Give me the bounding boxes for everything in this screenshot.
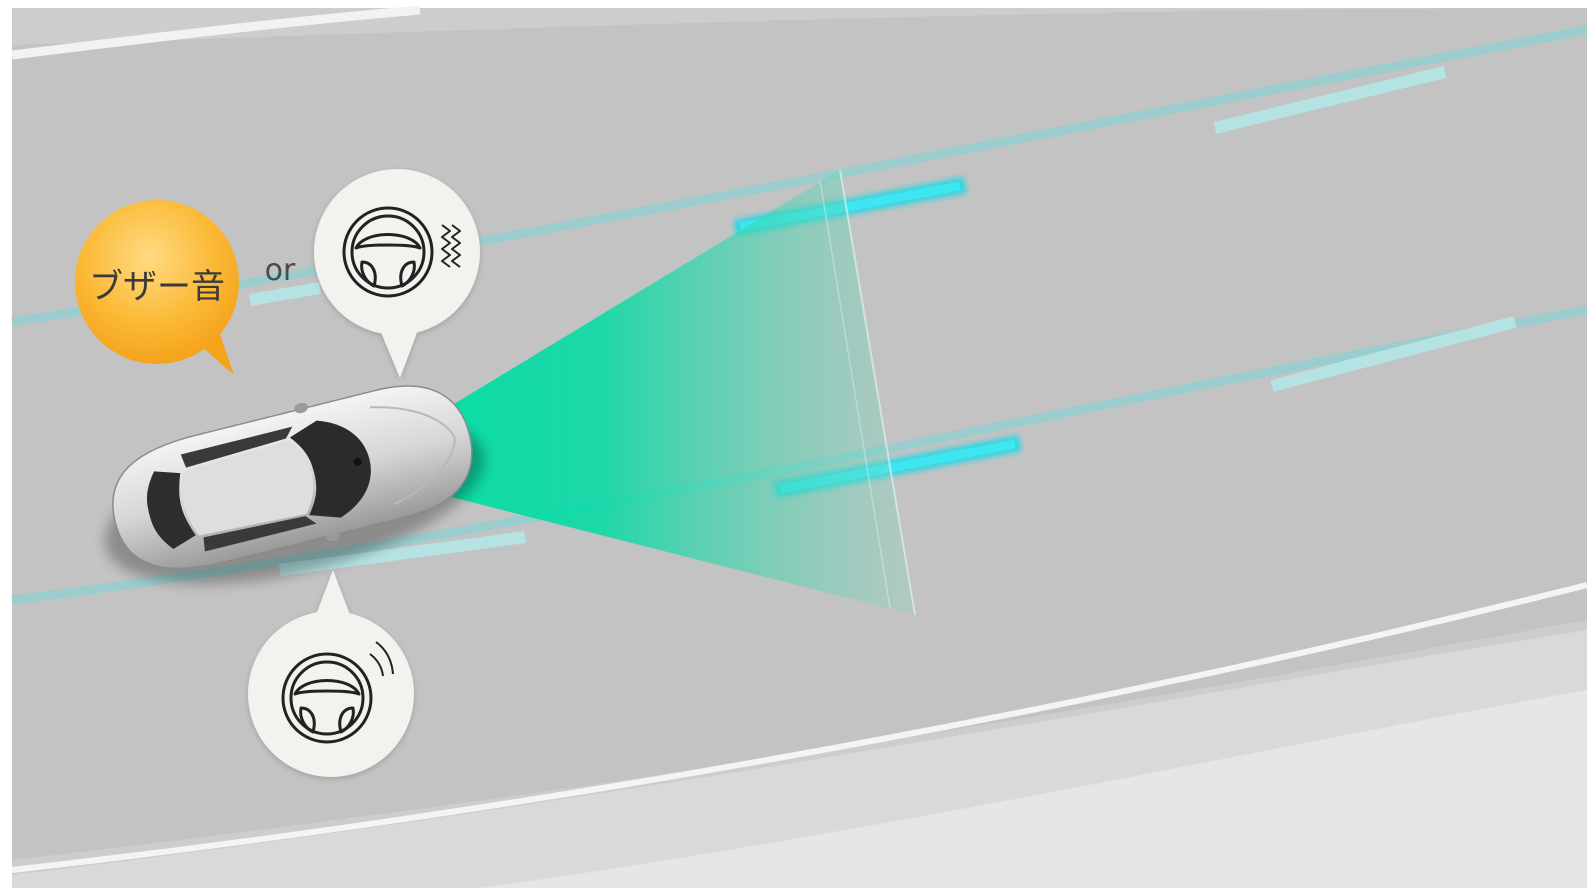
or-label: or [265, 253, 296, 288]
buzzer-label: ブザー音 [89, 267, 225, 307]
